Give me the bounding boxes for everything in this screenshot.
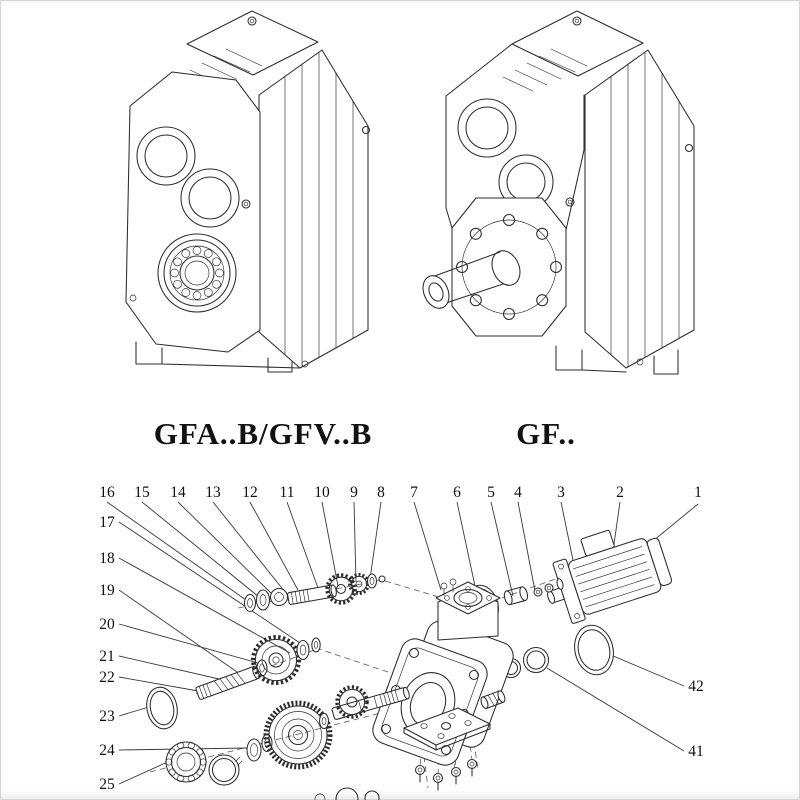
part-number-callout: 41 (688, 743, 704, 760)
part-number-callout: 18 (99, 550, 115, 567)
part-number-callout: 23 (99, 708, 115, 725)
part-number-callout: 2 (616, 484, 624, 501)
output-shaft-parts (146, 685, 410, 786)
shim-ring-42 (574, 624, 614, 676)
gear-housing (372, 578, 514, 766)
part-number-callout: 9 (350, 484, 358, 501)
part-number-callout: 25 (99, 776, 115, 793)
part-number-callout: 16 (99, 484, 115, 501)
callout-numbers: 16 15 14 13 12 11 10 9 8 7 6 5 4 3 2 1 1… (99, 484, 704, 793)
part-number-callout: 20 (99, 616, 115, 633)
part-number-callout: 22 (99, 669, 115, 686)
breather-plug (480, 690, 506, 709)
part-number-callout: 8 (377, 484, 385, 501)
flange-bolt-holes (455, 213, 563, 321)
part-number-callout: 12 (242, 484, 258, 501)
bearing-rollers (170, 246, 224, 300)
intermediate-gear-set (195, 635, 321, 700)
model-label-gf: GF.. (516, 416, 576, 451)
figure-gfa-gfv-drawing (125, 10, 371, 373)
part-number-callout: 11 (280, 484, 295, 501)
part-number-callout: 24 (99, 742, 115, 759)
part-number-callout: 3 (557, 484, 565, 501)
leader-lines (106, 501, 699, 785)
part-number-callout: 13 (205, 484, 221, 501)
part-number-callout: 10 (314, 484, 330, 501)
part-number-callout: 5 (487, 484, 495, 501)
input-shaft-parts (243, 573, 386, 613)
part-number-callout: 4 (514, 484, 522, 501)
part-number-callout: 15 (134, 484, 150, 501)
part-number-callout: 7 (410, 484, 418, 501)
electric-motor (547, 529, 673, 624)
figure-gf-drawing (422, 10, 695, 375)
fastener-bolts (414, 758, 478, 791)
cover-plate-and-bolts (314, 690, 506, 800)
bearing-balls (165, 742, 207, 782)
part-number-callout: 1 (694, 484, 702, 501)
exploded-view: 16 15 14 13 12 11 10 9 8 7 6 5 4 3 2 1 1… (99, 484, 704, 800)
part-number-callout: 14 (170, 484, 186, 501)
model-label-gfa-gfv: GFA..B/GFV..B (153, 416, 373, 451)
part-number-callout: 17 (99, 514, 115, 531)
part-number-callout: 42 (688, 678, 704, 695)
part-number-callout: 19 (99, 582, 115, 599)
part-number-callout: 21 (99, 648, 115, 665)
part-number-callout: 6 (453, 484, 461, 501)
